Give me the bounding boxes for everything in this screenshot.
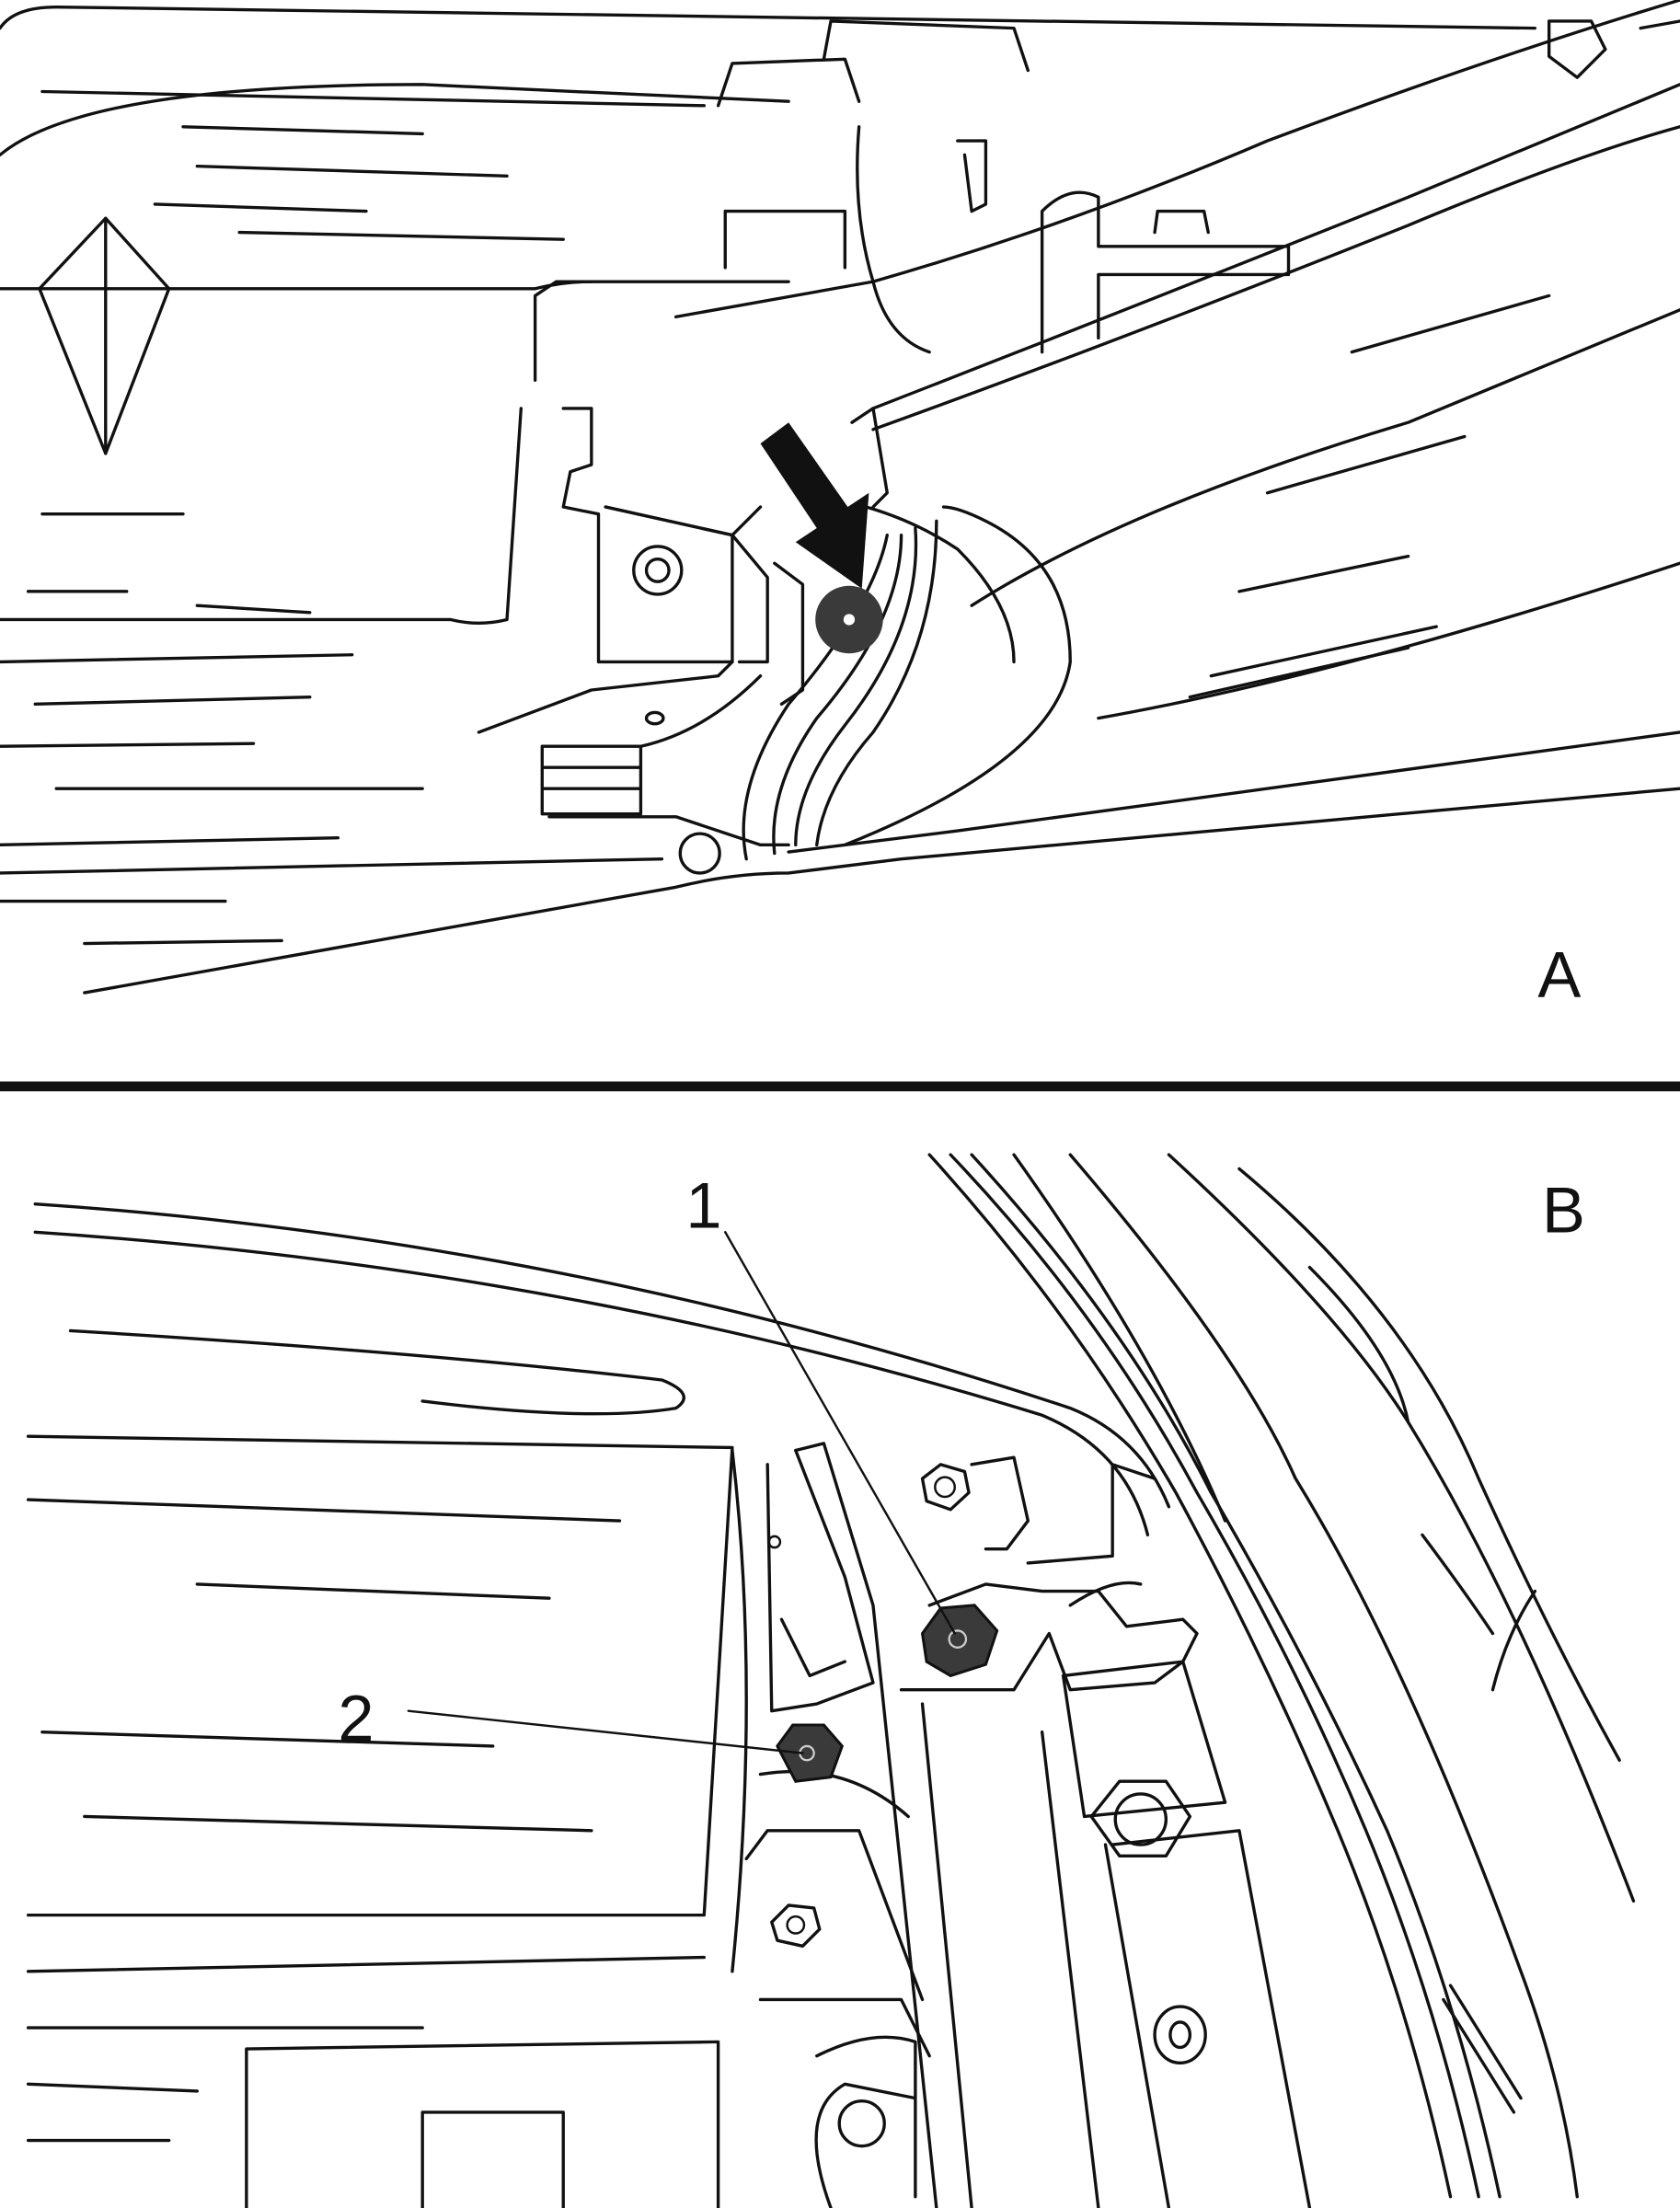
pin bbox=[837, 2099, 886, 2148]
round-hole bbox=[1153, 2005, 1207, 2065]
leader-line-1 bbox=[724, 1231, 956, 1635]
panel-a-linework bbox=[0, 0, 1680, 995]
hole bbox=[644, 710, 665, 726]
arrow-icon bbox=[760, 422, 869, 589]
fastener-2 bbox=[776, 1723, 845, 1783]
hex-nut-large bbox=[1089, 1779, 1192, 1858]
bolt-center bbox=[644, 557, 671, 583]
bolt-head bbox=[632, 545, 684, 596]
panel-b: 1 2 B bbox=[26, 1153, 1636, 2208]
panel-a: A bbox=[0, 0, 1680, 1011]
fastener-center bbox=[843, 614, 856, 626]
panel-label-a: A bbox=[1537, 938, 1581, 1011]
panel-label-b: B bbox=[1542, 1173, 1585, 1246]
locating-pin bbox=[678, 832, 721, 875]
panel-divider bbox=[0, 1081, 1680, 1092]
callout-1: 1 bbox=[685, 1169, 721, 1242]
fastener-1 bbox=[920, 1604, 999, 1678]
hex-nut-lower bbox=[770, 1903, 822, 1948]
panel-b-linework bbox=[26, 1153, 1636, 2208]
small-hole bbox=[767, 1535, 782, 1549]
callout-2: 2 bbox=[338, 1682, 374, 1754]
hex-nut bbox=[920, 1463, 971, 1512]
round-hole-inner bbox=[1168, 2020, 1192, 2050]
leader-line-2 bbox=[407, 1709, 804, 1754]
